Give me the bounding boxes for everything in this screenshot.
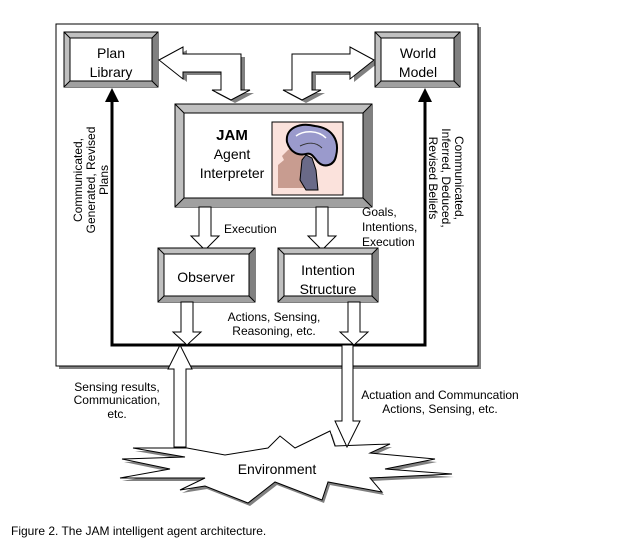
actuation-down-arrow [334,344,361,449]
intention-output-arrow [338,301,370,346]
environment-shape: Environment [119,430,454,506]
observer-output-arrow [171,301,203,346]
beliefs-line1: Communicated, [452,136,466,220]
sensing-line1: Sensing results, [74,380,159,394]
actuation-line2: Actions, Sensing, etc. [382,402,497,416]
plan-library-line1: Plan [97,45,125,61]
execution-arrow-intention [306,206,338,251]
brain-head-icon [271,121,344,196]
plan-library-box: Plan Library [63,31,159,88]
beliefs-line2: Inferred, Deduced, [439,128,453,227]
plans-line2: Generated, Revised [84,127,98,234]
interpreter-box: JAM Agent Interpreter [174,103,373,208]
execution-label: Execution [224,222,277,236]
beliefs-vertical-label: Communicated, Inferred, Deduced, Revised… [426,128,466,227]
plans-line3: Plans [97,165,111,195]
intention-line1: Intention [301,262,355,278]
arrowhead-to-world-model [418,88,432,102]
actuation-label: Actuation and Communcation Actions, Sens… [361,388,518,416]
beliefs-line3: Revised Beliefs [426,137,440,220]
intention-line2: Structure [300,281,357,297]
interpreter-title: JAM [216,127,248,144]
sensing-up-arrow [167,343,193,448]
plan-library-line2: Library [90,64,133,80]
figure-caption: Figure 2. The JAM intelligent agent arch… [11,524,267,538]
arrowhead-to-plan-library [105,88,119,102]
actions-label: Actions, Sensing, Reasoning, etc. [228,310,321,338]
feedback-loop [105,88,432,347]
world-model-line2: Model [399,64,437,80]
goals-line1: Goals, [362,205,397,219]
sensing-line3: etc. [107,407,126,421]
plans-vertical-label: Communicated, Generated, Revised Plans [71,127,111,234]
goals-line3: Execution [362,235,415,249]
observer-box: Observer [157,247,256,303]
plans-line1: Communicated, [71,138,85,222]
world-model-box: World Model [374,31,461,88]
goals-line2: Intentions, [362,220,417,234]
world-model-line1: World [400,45,436,61]
world-model-exchange-arrow [282,46,378,103]
sensing-line2: Communication, [74,393,161,407]
intention-structure-box: Intention Structure [277,247,379,303]
actions-line2: Reasoning, etc. [232,324,315,338]
actuation-line1: Actuation and Communcation [361,388,518,402]
interpreter-line2: Agent [214,146,251,162]
goals-label: Goals, Intentions, Execution [362,205,417,249]
actions-line1: Actions, Sensing, [228,310,321,324]
plan-library-exchange-arrow [158,46,254,103]
interpreter-line3: Interpreter [200,165,265,181]
sensing-label: Sensing results, Communication, etc. [74,380,161,421]
execution-arrow-observer [189,206,221,251]
observer-label: Observer [177,269,235,285]
environment-label: Environment [238,461,317,477]
